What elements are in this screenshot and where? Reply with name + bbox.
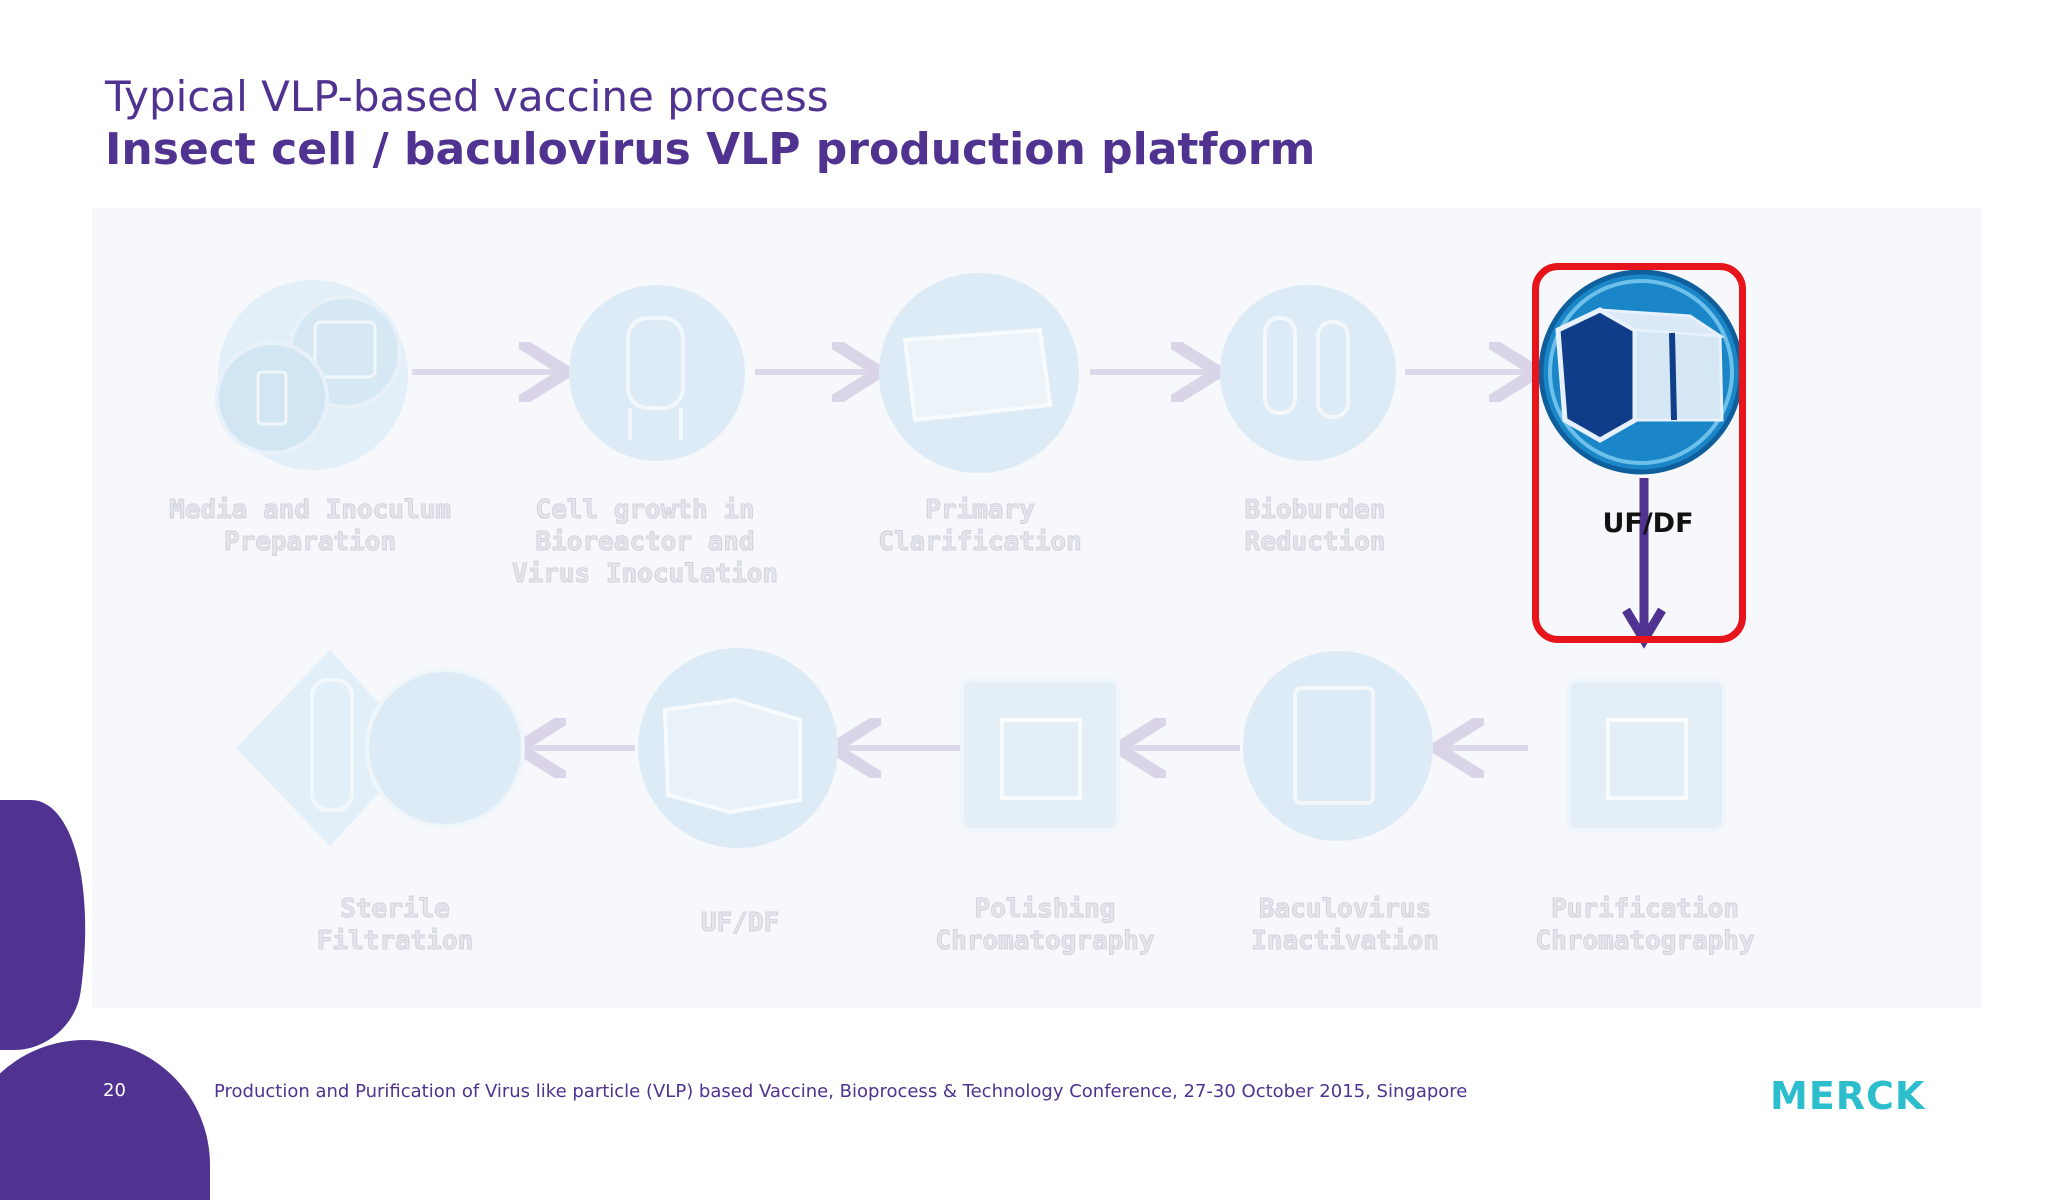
merck-logo: MERCK [1770,1074,1926,1118]
process-flow-diagram [215,269,1744,848]
tff-cassette-icon-faded [638,648,838,848]
slide-subtitle: Typical VLP-based vaccine process [105,72,829,121]
tff-cassette-icon-active [1538,269,1744,475]
footer-citation: Production and Purification of Virus lik… [214,1081,1468,1102]
chromatography-system-icon-purification [1566,678,1726,832]
sterile-filter-icon [236,650,525,846]
page-number: 20 [103,1080,126,1101]
step-label-sterile-filtration: Sterile Filtration [316,894,474,957]
step-label-ufdf-active: UF/DF [1602,508,1694,539]
step-label-bioburden: Bioburden Reduction [1244,495,1386,558]
step-label-cell-growth: Cell growth in Bioreactor and Virus Inoc… [511,495,779,590]
active-step-highlight [1532,263,1746,643]
step-label-media-inoculum: Media and Inoculum Preparation [169,495,452,558]
inactivation-tank-icon [1243,651,1433,841]
step-label-purification-chromatography: Purification Chromatography [1535,894,1755,957]
step-label-primary-clarification: Primary Clarification [878,495,1083,558]
clarification-filter-icon [879,273,1079,473]
media-inoculum-icon [215,280,408,470]
chromatography-system-icon-polishing [960,678,1120,832]
step-label-ufdf: UF/DF [700,908,780,939]
step-label-baculovirus-inactivation: Baculovirus Inactivation [1251,894,1440,957]
bioreactor-icon [569,285,745,461]
slide-title: Insect cell / baculovirus VLP production… [105,124,1316,175]
step-label-polishing-chromatography: Polishing Chromatography [935,894,1155,957]
filter-cartridges-icon [1220,285,1396,461]
